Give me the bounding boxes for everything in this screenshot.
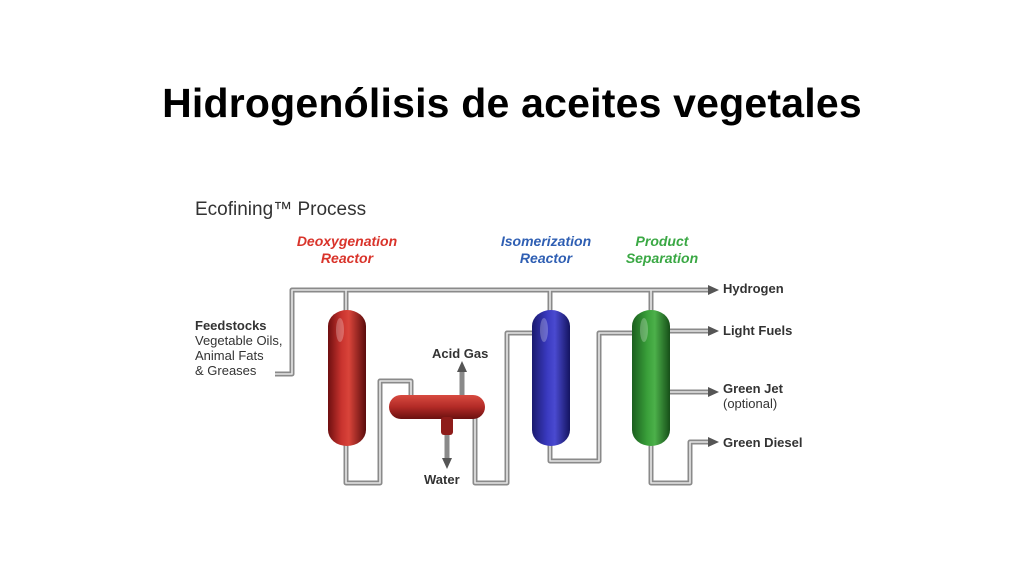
green-jet-note: (optional)	[723, 396, 778, 411]
separation-label-line1: Product	[635, 233, 689, 249]
stream-arrowheads	[442, 285, 719, 469]
deoxygenation-label-line2: Reactor	[320, 250, 374, 266]
light-fuels-label: Light Fuels	[723, 323, 793, 338]
deoxygenation-reactor-vessel	[328, 310, 366, 446]
isomerization-label-line1: Isomerization	[500, 233, 592, 249]
hydrogen-arrowhead	[708, 285, 719, 295]
slide-title: Hidrogenólisis de aceites vegetales	[162, 80, 862, 126]
hydrogen-label: Hydrogen	[723, 281, 784, 296]
acid-gas-label: Acid Gas	[432, 346, 489, 361]
green-jet-arrowhead	[708, 387, 719, 397]
green-diesel-arrowhead	[708, 437, 719, 447]
feedstocks-heading: Feedstocks	[195, 318, 267, 333]
light-fuels-arrowhead	[708, 326, 719, 336]
acid-gas-arrowhead	[457, 361, 467, 372]
green-diesel-label: Green Diesel	[723, 435, 803, 450]
product-separation-label: Product Separation	[606, 233, 718, 267]
separation-label-line2: Separation	[625, 250, 699, 266]
water-label: Water	[424, 472, 460, 487]
product-separation-column	[632, 310, 670, 446]
process-title: Ecofining™ Process	[195, 199, 367, 220]
green-jet-label: Green Jet	[723, 381, 783, 396]
feedstocks-line1: Vegetable Oils,	[195, 333, 283, 348]
green-diesel-pipe	[648, 439, 712, 486]
deoxygenation-label-line1: Deoxygenation	[296, 233, 398, 249]
feedstocks-label: Feedstocks Vegetable Oils, Animal Fats &…	[195, 318, 282, 378]
isomerization-reactor-vessel	[532, 310, 570, 446]
feedstocks-line2: Animal Fats	[195, 348, 264, 363]
gas-water-separator-vessel	[389, 395, 485, 435]
isomerization-reactor-label: Isomerization Reactor	[481, 233, 611, 267]
deoxygenation-reactor-label: Deoxygenation Reactor	[280, 233, 414, 267]
feedstocks-line3: & Greases	[195, 363, 257, 378]
isomerization-label-line2: Reactor	[519, 250, 573, 266]
water-arrowhead	[442, 458, 452, 469]
pipe-network	[275, 287, 712, 486]
